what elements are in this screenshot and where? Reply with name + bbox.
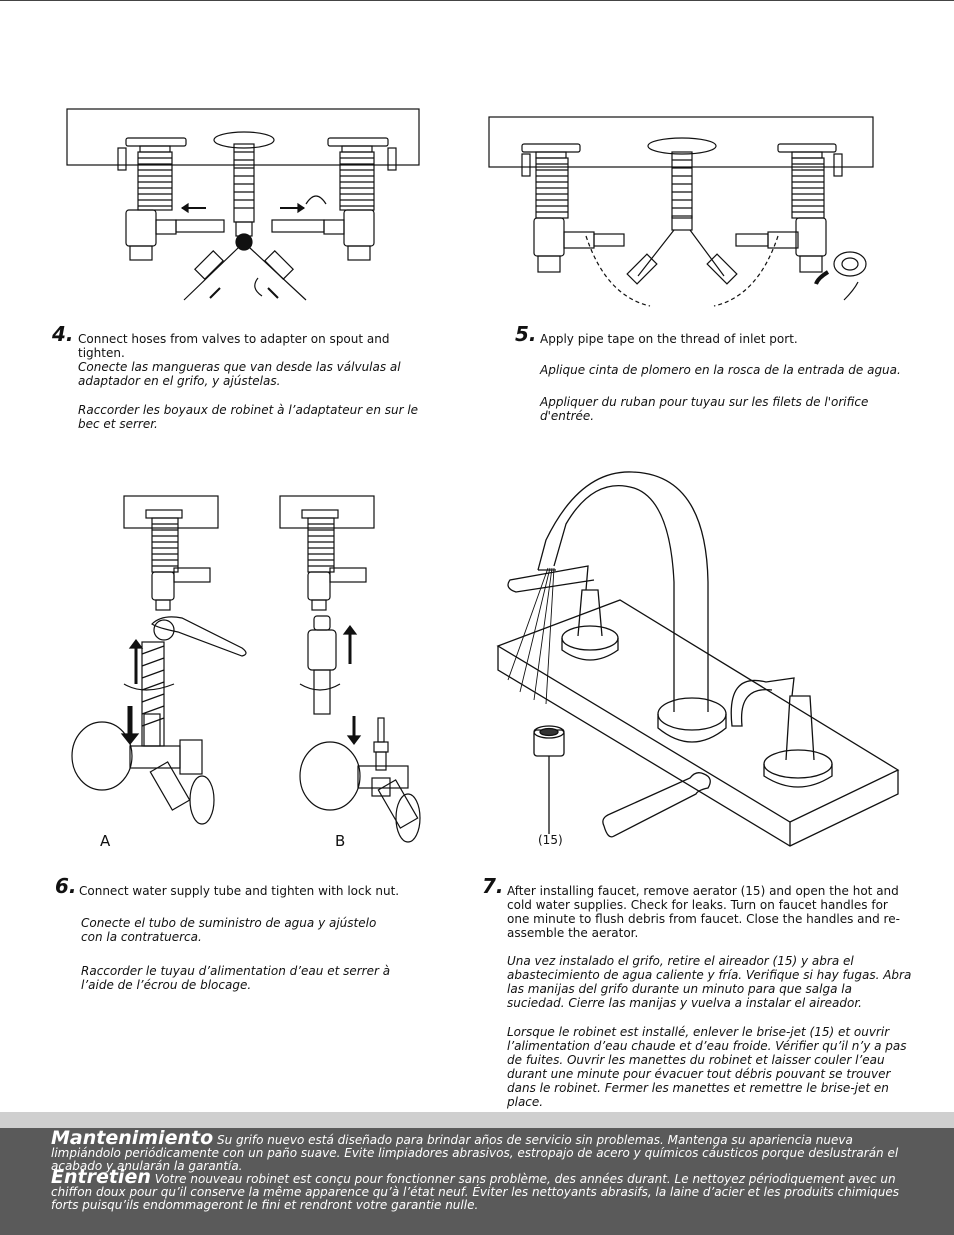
step-7-english: After installing faucet, remove aerator … — [507, 884, 900, 940]
step-6-number: 6. — [55, 874, 77, 898]
step-6-spanish: Conecte el tubo de suministro de agua y … — [81, 916, 377, 944]
step-7-french: Lorsque le robinet est installé, enlever… — [507, 1025, 907, 1109]
step-6: 6. Connect water supply tube and tighten… — [55, 876, 425, 1004]
maintenance-spanish-title: Mantenimiento — [51, 1127, 214, 1149]
figure-step-6 — [71, 495, 421, 843]
right-valve — [735, 143, 843, 273]
step-4: 4. Connect hoses from valves to adapter … — [52, 324, 432, 442]
figure-step-7 — [496, 471, 900, 847]
maintenance-spanish: Mantenimiento Su grifo nuevo está diseña… — [51, 1129, 911, 1173]
step-7-spanish: Una vez instalado el grifo, retire el ai… — [507, 954, 912, 1010]
center-shank — [213, 131, 275, 251]
maintenance-footer: Mantenimiento Su grifo nuevo está diseña… — [0, 1128, 954, 1235]
step-4-french: Raccorder les boyaux de robinet à l’adap… — [78, 403, 419, 431]
step-7: 7. After installing faucet, remove aerat… — [482, 876, 912, 1109]
step-5-number: 5. — [515, 322, 537, 346]
step-5-english: Apply pipe tape on the thread of inlet p… — [540, 332, 798, 346]
step-6-french: Raccorder le tuyau d’alimentation d’eau … — [81, 964, 391, 992]
step-5-french: Appliquer du ruban pour tuyau sur les fi… — [540, 395, 869, 423]
step-4-english: Connect hoses from valves to adapter on … — [78, 332, 390, 360]
right-valve — [323, 137, 397, 261]
footer-accent-strip — [0, 1112, 954, 1128]
maintenance-spanish-text: Su grifo nuevo está diseñado para brinda… — [51, 1133, 899, 1173]
step-6-english: Connect water supply tube and tighten wi… — [79, 884, 400, 898]
figure-step-5 — [488, 116, 874, 307]
figure-label-a: A — [100, 832, 111, 850]
step-5-spanish: Aplique cinta de plomero en la rosca de … — [540, 363, 901, 377]
top-rule — [0, 0, 954, 1]
center-shank — [626, 137, 738, 285]
maintenance-french-text: Votre nouveau robinet est conçu pour fon… — [51, 1172, 900, 1212]
step-4-spanish: Conecte las mangueras que van desde las … — [78, 360, 401, 388]
maintenance-french: Entretien Votre nouveau robinet est conç… — [51, 1168, 911, 1212]
figure-step-4 — [66, 108, 420, 301]
step-4-number: 4. — [52, 322, 74, 346]
maintenance-french-title: Entretien — [51, 1166, 151, 1188]
figure-label-b: B — [335, 832, 346, 850]
aerator-callout-label: (15) — [538, 833, 563, 847]
left-valve — [521, 143, 625, 273]
step-5: 5. Apply pipe tape on the thread of inle… — [515, 324, 915, 423]
step-7-number: 7. — [482, 874, 504, 898]
